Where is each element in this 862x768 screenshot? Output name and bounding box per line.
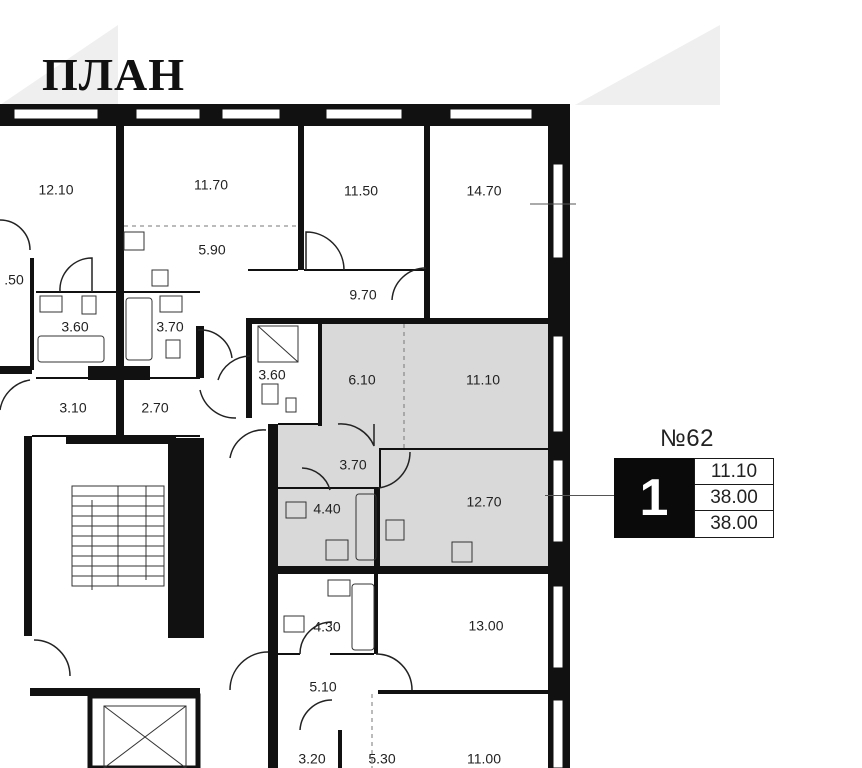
- fixtures: [37, 231, 473, 651]
- room-area-label: 12.70: [466, 494, 501, 510]
- room-area-label: 5.10: [309, 679, 336, 695]
- total-area-secondary: 38.00: [710, 513, 758, 534]
- room-count: 1: [614, 458, 694, 538]
- room-labels: 12.10 11.70 11.50 14.70 5.90 .50 9.70 3.…: [4, 177, 503, 767]
- stair: [71, 485, 165, 590]
- room-area-label: 4.40: [313, 501, 340, 517]
- apartment-number: №62: [660, 425, 714, 452]
- decor-triangle-left: [0, 25, 118, 105]
- room-area-label: 3.60: [61, 319, 88, 335]
- room-area-label: 9.70: [349, 287, 376, 303]
- area-values: 11.10 38.00 38.00: [694, 458, 774, 538]
- room-area-label: 13.00: [468, 618, 503, 634]
- room-area-label: 11.00: [467, 751, 501, 767]
- elevator: [103, 705, 187, 768]
- room-area-label: 5.30: [368, 751, 395, 767]
- room-area-label: 3.20: [298, 751, 325, 767]
- windows: [13, 108, 564, 768]
- room-area-label: 14.70: [466, 183, 501, 199]
- room-area-label: 5.90: [198, 242, 225, 258]
- room-area-label: 4.30: [313, 619, 340, 635]
- page-title: ПЛАН: [42, 49, 186, 100]
- room-area-label: 3.70: [156, 319, 183, 335]
- living-area: 11.10: [695, 459, 773, 485]
- decor-triangle-right: [575, 25, 720, 105]
- room-area-label: 2.70: [141, 400, 168, 416]
- room-area-label: 3.10: [59, 400, 86, 416]
- room-area-label: 12.10: [38, 182, 73, 198]
- room-area-label: 11.10: [466, 372, 500, 388]
- dashed-lines: [124, 225, 405, 768]
- total-area: 38.00: [695, 485, 773, 511]
- room-area-label: 3.70: [339, 457, 366, 473]
- room-area-label: .50: [4, 272, 24, 288]
- badge-leader-line: [545, 495, 614, 496]
- room-area-label: 11.70: [194, 177, 228, 193]
- door-swings: [0, 219, 427, 731]
- room-area-label: 3.60: [258, 367, 285, 383]
- room-area-label: 11.50: [344, 183, 378, 199]
- room-area-label: 6.10: [348, 372, 375, 388]
- apartment-badge: 1 11.10 38.00 38.00: [614, 458, 774, 538]
